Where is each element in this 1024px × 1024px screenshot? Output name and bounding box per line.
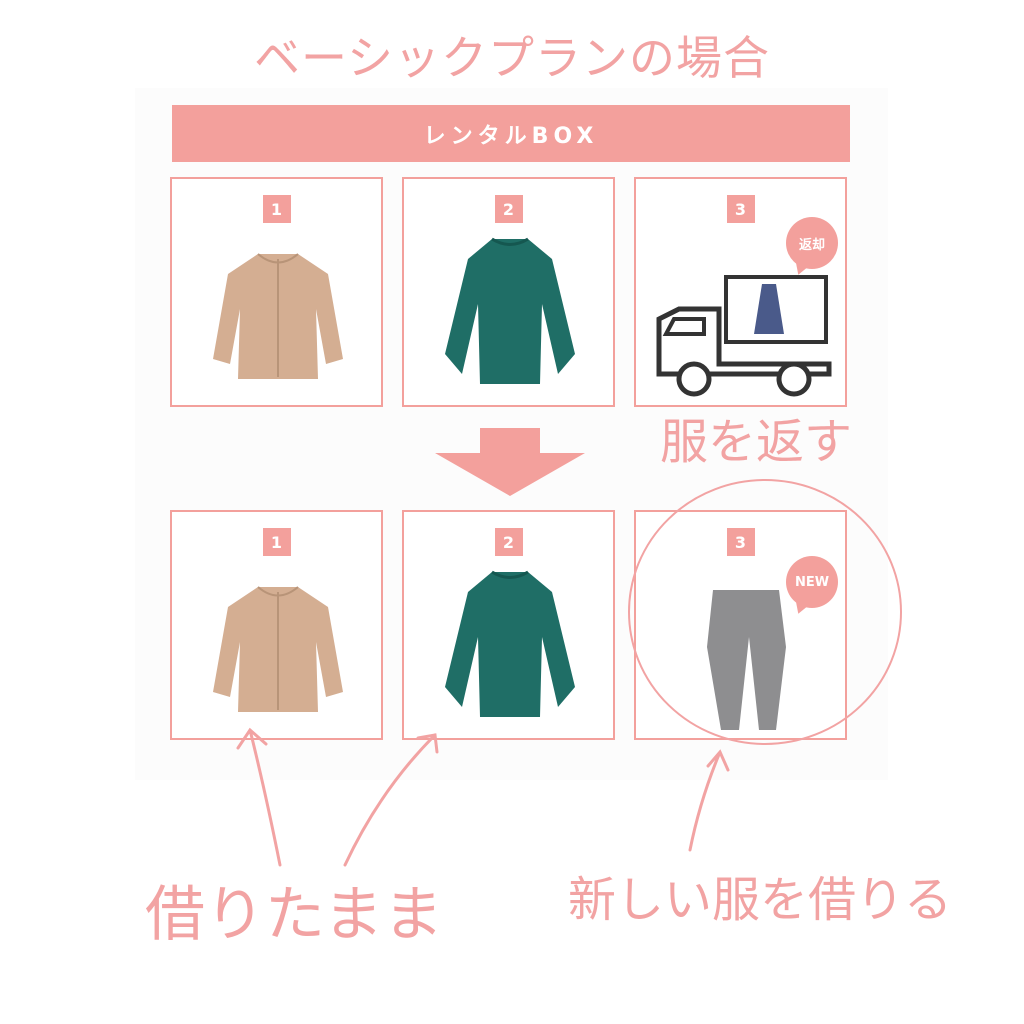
beige-jacket-image (213, 253, 343, 379)
slot-before-2: 2 (402, 177, 615, 407)
green-knit-image (445, 570, 575, 717)
green-knit-image (445, 237, 575, 384)
slot-after-2: 2 (402, 510, 615, 740)
keep-annotation: 借りたまま (145, 880, 444, 950)
slot-number: 1 (262, 528, 291, 556)
new-badge: NEW (786, 556, 838, 608)
arrow-to-slot-3 (688, 749, 730, 852)
beige-jacket-image (213, 586, 343, 712)
return-annotation: 服を返す (660, 414, 853, 470)
slot-number: 2 (494, 195, 523, 223)
return-badge: 返却 (786, 217, 838, 269)
slot-number: 1 (262, 195, 291, 223)
slot-number: 3 (726, 195, 755, 223)
new-annotation: 新しい服を借りる (568, 872, 953, 928)
truck-icon (656, 275, 832, 397)
slot-after-1: 1 (170, 510, 383, 740)
rental-box-header: レンタルBOX (172, 105, 850, 162)
page-title: ベーシックプランの場合 (253, 31, 771, 85)
highlight-circle (628, 479, 902, 745)
arrow-to-slot-2 (343, 733, 439, 867)
arrow-to-slot-1 (236, 727, 282, 867)
slot-number: 2 (494, 528, 523, 556)
slot-number: 3 (726, 528, 755, 556)
slot-after-3: 3 NEW (634, 510, 847, 740)
gray-pants-image (707, 590, 786, 730)
slot-before-1: 1 (170, 177, 383, 407)
down-arrow-icon (435, 428, 585, 496)
slot-before-3: 3 返却 (634, 177, 847, 407)
